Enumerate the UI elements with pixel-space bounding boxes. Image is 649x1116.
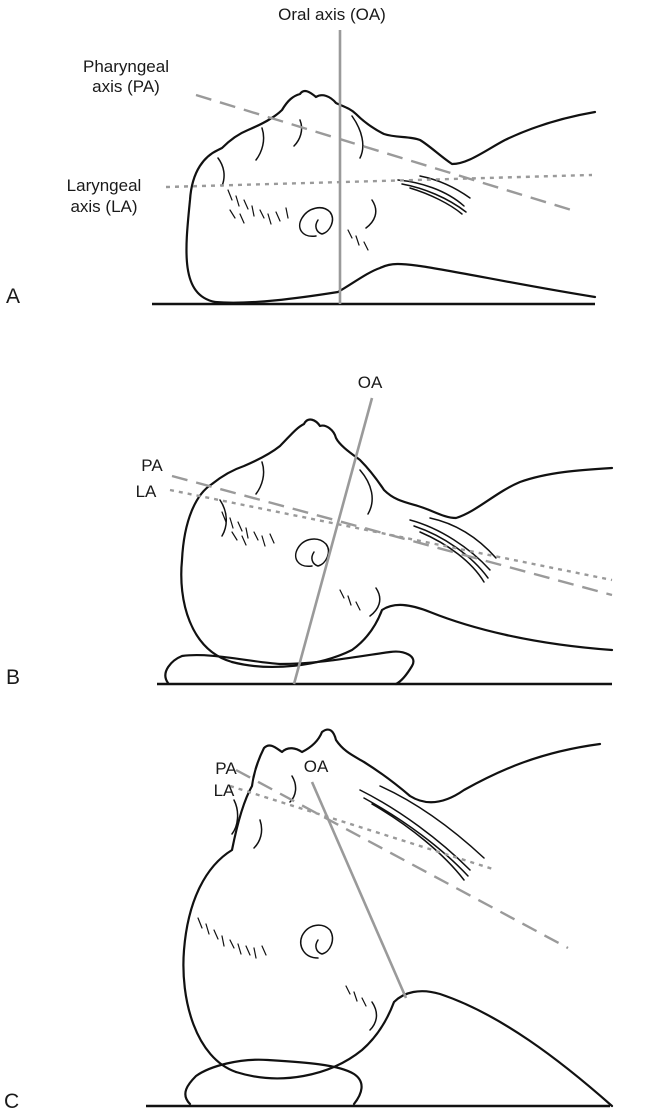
panel-b-head-body-outline <box>181 420 612 662</box>
panel-b-laryngeal-axis-label: LA <box>136 482 157 501</box>
panel-a-jaw-neck-outline <box>215 264 595 303</box>
panel-a-laryngeal-axis-line <box>166 175 592 187</box>
panel-a-laryngeal-axis-label-line1: Laryngeal <box>67 176 142 195</box>
panel-c-jaw-neck-outline <box>236 991 612 1106</box>
panel-b-laryngeal-axis-line <box>170 490 612 580</box>
panel-c-ear <box>301 925 333 958</box>
panel-b-ear <box>296 539 329 566</box>
panel-b-oral-axis-label: OA <box>358 373 383 392</box>
panel-a-ear <box>300 208 333 237</box>
panel-c-pharyngeal-axis-label: PA <box>215 759 237 778</box>
panel-c-laryngeal-axis-label: LA <box>214 781 235 800</box>
panel-a: Oral axis (OA) Pharyngeal axis (PA) Lary… <box>6 5 595 308</box>
panel-b: OA PA LA B <box>6 373 612 689</box>
panel-a-letter: A <box>6 285 20 308</box>
panel-a-pharyngeal-axis-label-line2: axis (PA) <box>92 77 160 96</box>
panel-c-laryngeal-axis-line <box>230 786 496 870</box>
panel-c-stubble <box>198 918 366 1006</box>
panel-a-head-body-outline <box>186 91 595 302</box>
panel-c-head-body-outline <box>183 730 600 1072</box>
panel-a-oral-axis-label: Oral axis (OA) <box>278 5 386 24</box>
panel-c-oral-axis-label: OA <box>304 757 329 776</box>
panel-a-neck-muscles <box>398 176 470 214</box>
panel-b-pillow <box>165 652 413 684</box>
panel-b-neck-muscles <box>410 518 496 582</box>
panel-c-letter: C <box>4 1090 19 1113</box>
panel-b-pharyngeal-axis-label: PA <box>141 456 163 475</box>
panel-b-stubble <box>222 512 360 610</box>
panel-b-jaw-neck-outline <box>232 605 612 667</box>
panel-c-facial-lines <box>232 776 376 1030</box>
panel-a-laryngeal-axis-label-line2: axis (LA) <box>70 197 137 216</box>
panel-a-pharyngeal-axis-label-line1: Pharyngeal <box>83 57 169 76</box>
panel-c: OA PA LA C <box>4 730 612 1113</box>
panel-a-pharyngeal-axis-line <box>196 95 578 212</box>
panel-b-letter: B <box>6 666 20 689</box>
panel-a-stubble <box>228 190 368 250</box>
